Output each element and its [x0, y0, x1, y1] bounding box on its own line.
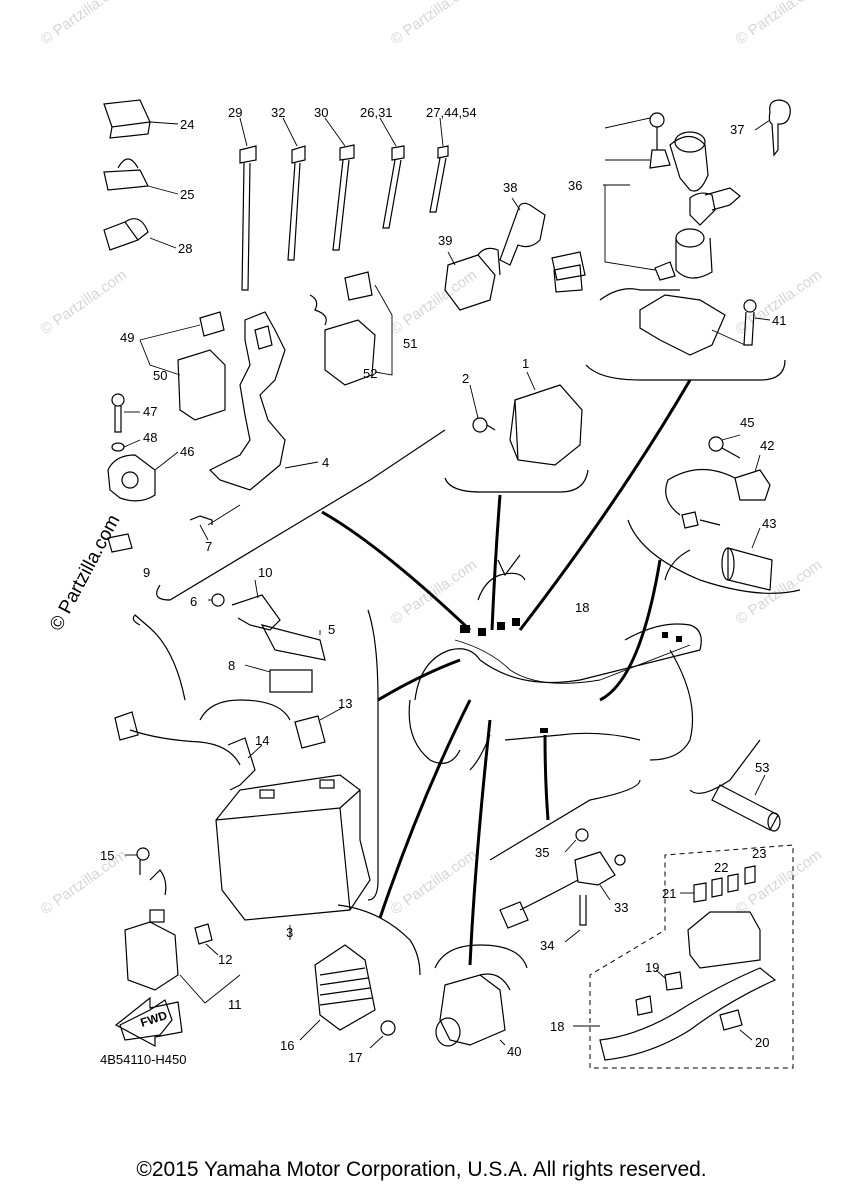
callout-29: 29 — [228, 105, 242, 120]
callout-5: 5 — [328, 622, 335, 637]
callout-45: 45 — [740, 415, 754, 430]
callout-48: 48 — [143, 430, 157, 445]
callout-19: 19 — [645, 960, 659, 975]
callout-25: 25 — [180, 187, 194, 202]
watermark: © Partzilla.com — [388, 0, 481, 48]
watermark: © Partzilla.com — [733, 846, 826, 918]
watermark: © Partzilla.com — [38, 846, 131, 918]
callout-34: 34 — [540, 938, 554, 953]
callout-36: 36 — [568, 178, 582, 193]
callout-17: 17 — [348, 1050, 362, 1065]
callout-26-31: 26,31 — [360, 105, 393, 120]
watermark: © Partzilla.com — [388, 266, 481, 338]
callout-38: 38 — [503, 180, 517, 195]
sensor-40 — [435, 973, 511, 1047]
callout-labels: 1 2 3 4 5 6 7 8 9 10 11 12 13 14 15 16 1… — [100, 105, 786, 1067]
callout-3: 3 — [286, 925, 293, 940]
callout-6: 6 — [190, 594, 197, 609]
rectifier-16 — [299, 944, 396, 1049]
callout-14: 14 — [255, 733, 269, 748]
watermark: © Partzilla.com — [38, 266, 131, 338]
callout-43: 43 — [762, 516, 776, 531]
watermark: © Partzilla.com — [733, 0, 826, 48]
fwd-label: FWD — [139, 1008, 170, 1030]
sensor-46 — [107, 393, 241, 553]
callout-27-44-54: 27,44,54 — [426, 105, 477, 120]
callout-32: 32 — [271, 105, 285, 120]
callout-11: 11 — [228, 997, 242, 1012]
callout-33: 33 — [614, 900, 628, 915]
callout-12: 12 — [218, 952, 232, 967]
callout-51: 51 — [403, 336, 417, 351]
callout-47: 47 — [143, 404, 157, 419]
clip-25 — [103, 158, 179, 195]
callout-37: 37 — [730, 122, 744, 137]
callout-41: 41 — [772, 313, 786, 328]
clip-28 — [103, 218, 177, 251]
starter-relay — [119, 847, 241, 1041]
routing-lines — [321, 379, 692, 966]
bracket-4 — [208, 311, 319, 491]
callout-10: 10 — [258, 565, 272, 580]
wire-43-42-45 — [665, 434, 773, 591]
watermark: © Partzilla.com — [733, 556, 826, 628]
callout-24: 24 — [180, 117, 194, 132]
callout-46: 46 — [180, 444, 194, 459]
copyright-notice: ©2015 Yamaha Motor Corporation, U.S.A. A… — [136, 1158, 707, 1181]
callout-49: 49 — [120, 330, 134, 345]
callout-35: 35 — [535, 845, 549, 860]
callout-8: 8 — [228, 658, 235, 673]
sensor-33 — [499, 828, 626, 943]
callout-28: 28 — [178, 241, 192, 256]
callout-39: 39 — [438, 233, 452, 248]
callout-18-detail: 18 — [550, 1019, 564, 1034]
battery-section — [114, 579, 371, 940]
callout-20: 20 — [755, 1035, 769, 1050]
relay-group — [139, 271, 393, 421]
callout-13: 13 — [338, 696, 352, 711]
callout-2: 2 — [462, 371, 469, 386]
holder-39 — [444, 247, 501, 311]
watermark: © Partzilla.com — [38, 0, 131, 48]
callout-52: 52 — [363, 366, 377, 381]
callout-7: 7 — [205, 539, 212, 554]
side-watermark: © Partzilla.com — [46, 511, 125, 634]
callout-4: 4 — [322, 455, 329, 470]
tube-53 — [711, 774, 781, 832]
callout-9: 9 — [143, 565, 150, 580]
callout-30: 30 — [314, 105, 328, 120]
main-switch-assembly — [551, 99, 791, 356]
callout-53: 53 — [755, 760, 769, 775]
callout-23: 23 — [752, 846, 766, 861]
callout-22: 22 — [714, 860, 728, 875]
callout-18-top: 18 — [575, 600, 589, 615]
callout-15: 15 — [100, 848, 114, 863]
clip-24 — [103, 99, 179, 139]
callout-40: 40 — [507, 1044, 521, 1059]
cable-ties — [239, 117, 449, 291]
bracket-38 — [499, 197, 546, 266]
diagram-code: 4B54110-H450 — [100, 1052, 187, 1067]
callout-21: 21 — [662, 886, 676, 901]
ecu-1 — [469, 371, 583, 466]
callout-1: 1 — [522, 356, 529, 371]
callout-50: 50 — [153, 368, 167, 383]
callout-42: 42 — [760, 438, 774, 453]
callout-16: 16 — [280, 1038, 294, 1053]
harness-detail-box — [573, 844, 794, 1069]
motorcycle-outline — [408, 549, 702, 771]
